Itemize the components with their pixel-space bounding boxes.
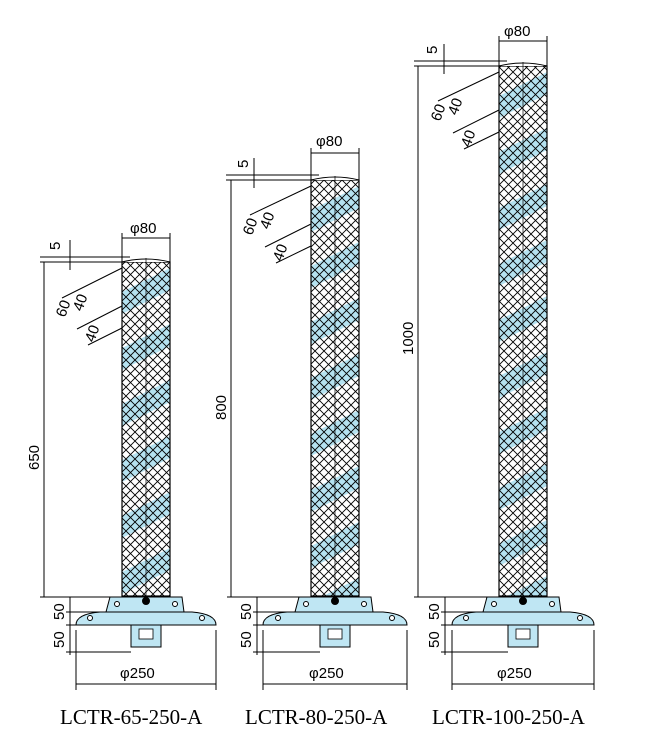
base-plate [262, 596, 408, 648]
dim-base-h1: 50 [238, 603, 255, 620]
dim-stripe-40b: 40 [82, 323, 104, 344]
dimension-lines [226, 148, 408, 690]
dim-height: 800 [213, 395, 230, 420]
dim-diameter-base: φ250 [497, 665, 532, 682]
dim-base-h2: 50 [51, 631, 68, 648]
dim-stripe-40a: 40 [445, 96, 467, 117]
dimension-lines [414, 36, 595, 690]
dim-diameter-base: φ250 [309, 665, 344, 682]
post-lctr-65: φ80 5 60 40 40 650 50 50 φ250 LCTR-65-25… [26, 220, 217, 729]
dim-base-h2: 50 [238, 631, 255, 648]
dim-diameter-top: φ80 [130, 220, 156, 237]
dim-stripe-60: 60 [53, 298, 75, 319]
dim-height: 650 [26, 445, 43, 470]
dim-diameter-top: φ80 [504, 23, 530, 40]
base-plate [75, 596, 217, 648]
post-lctr-80: φ80 5 60 40 40 800 50 50 φ250 LCTR-80-25… [213, 133, 408, 729]
dim-top-offset: 5 [424, 46, 441, 54]
dim-base-h2: 50 [426, 631, 443, 648]
dim-base-h1: 50 [51, 603, 68, 620]
dim-stripe-40b: 40 [458, 128, 480, 149]
dim-diameter-base: φ250 [120, 665, 155, 682]
dimension-lines [40, 233, 217, 690]
model-label: LCTR-100-250-A [432, 705, 586, 729]
dim-diameter-top: φ80 [316, 133, 342, 150]
dim-top-offset: 5 [47, 242, 64, 250]
dim-stripe-40a: 40 [70, 292, 92, 313]
dim-height: 1000 [400, 322, 417, 355]
model-label: LCTR-65-250-A [60, 705, 203, 729]
dim-stripe-40b: 40 [270, 242, 292, 263]
dim-stripe-60: 60 [428, 102, 450, 123]
dim-base-h1: 50 [426, 603, 443, 620]
post-lctr-100: φ80 5 60 40 40 1000 50 50 φ250 LCTR-100-… [400, 23, 595, 729]
dim-top-offset: 5 [235, 160, 252, 168]
dim-stripe-40a: 40 [257, 210, 279, 231]
model-label: LCTR-80-250-A [245, 705, 388, 729]
dim-stripe-60: 60 [240, 216, 262, 237]
base-plate [451, 596, 595, 648]
